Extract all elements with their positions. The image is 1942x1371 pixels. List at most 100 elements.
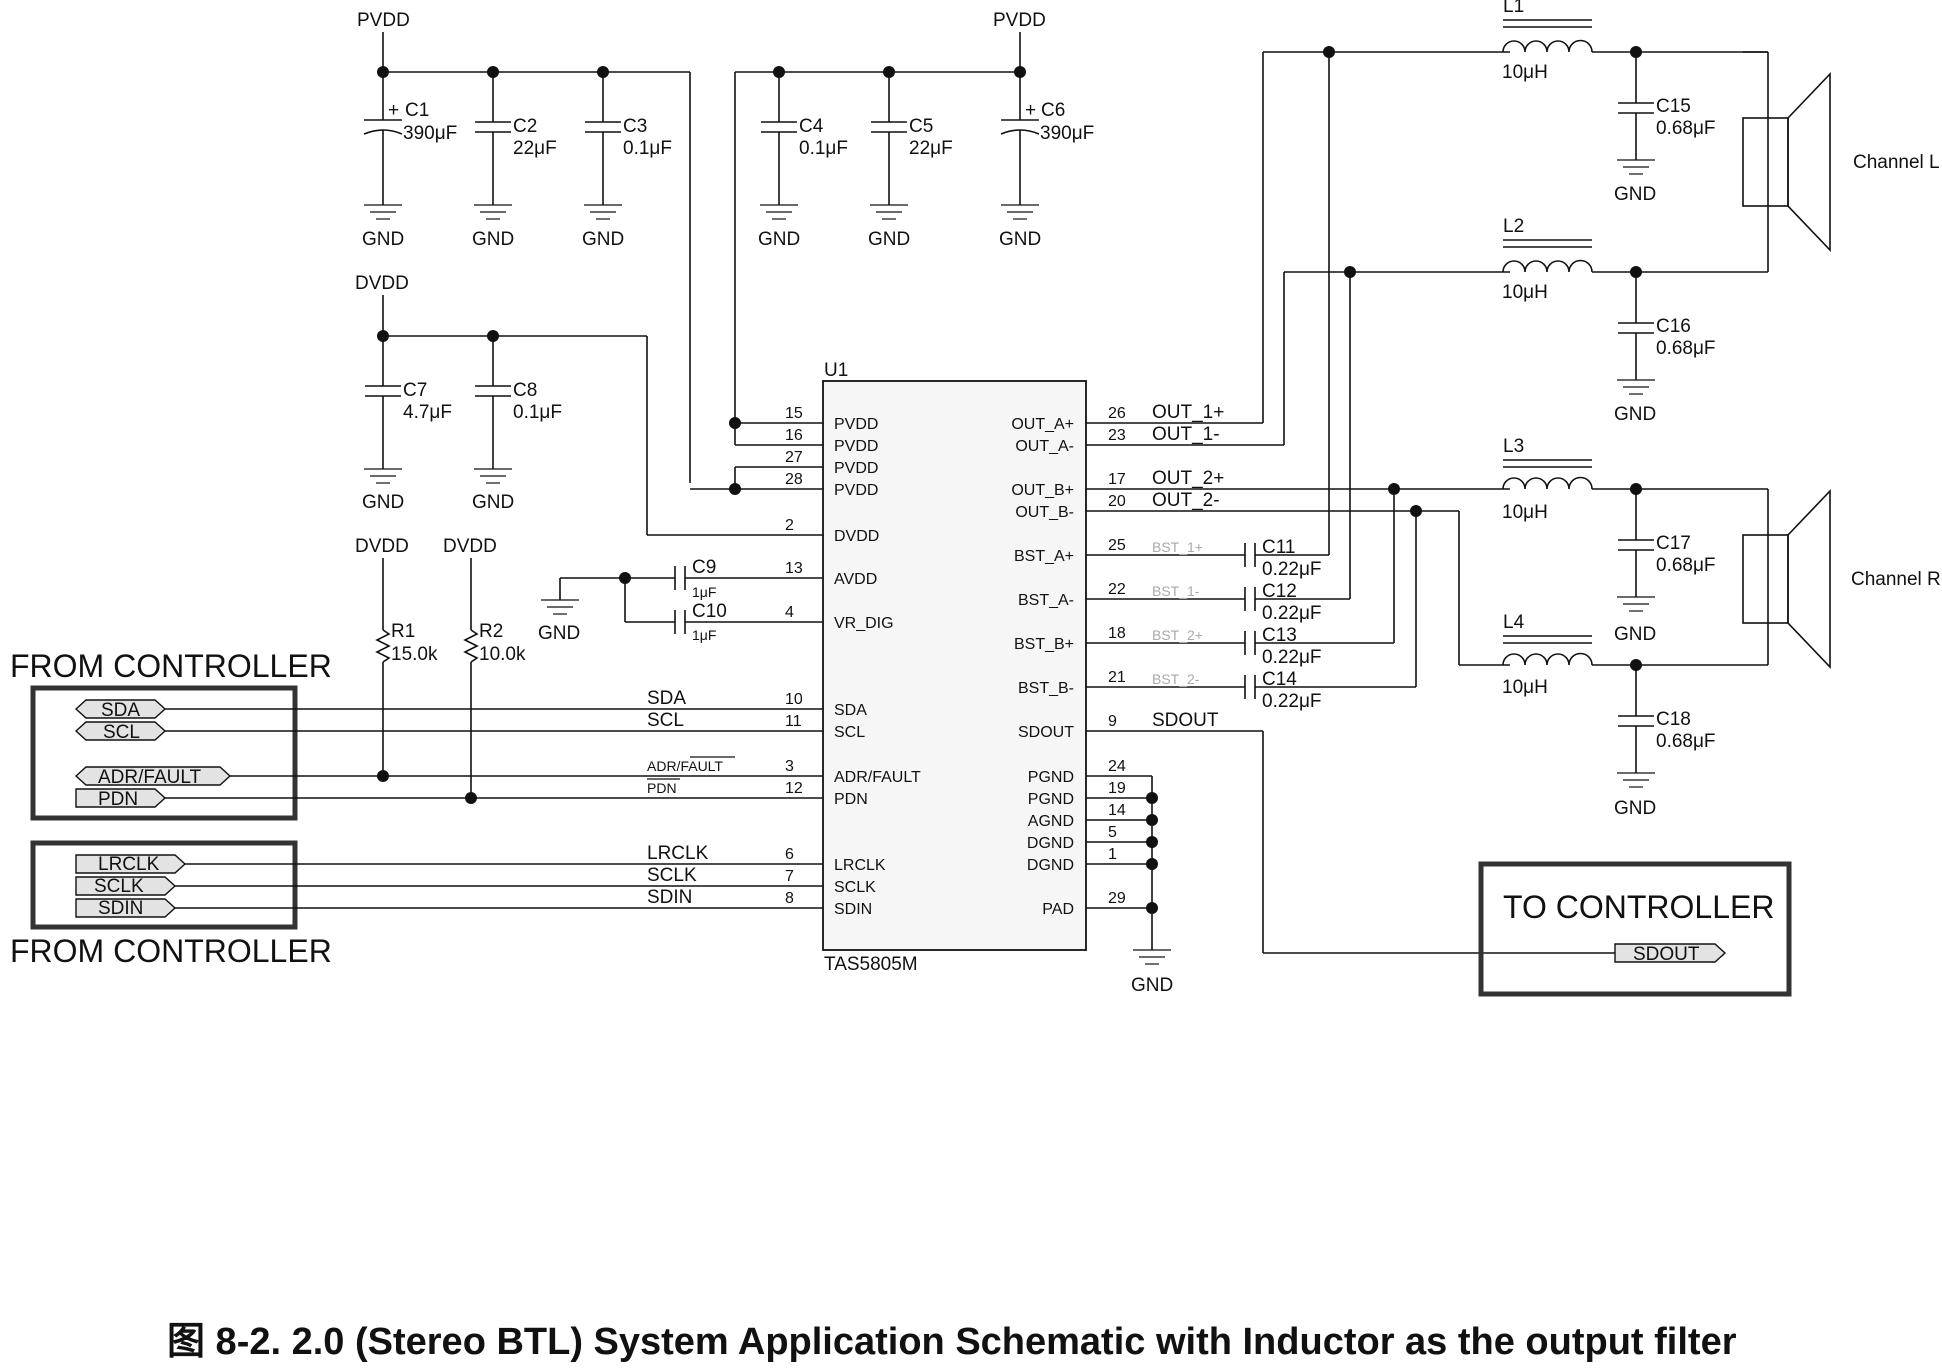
net-scl: SCL [647, 710, 684, 731]
left-pin-10-name: SDA [834, 702, 867, 719]
left-pin-15-name: PVDD [834, 416, 878, 433]
speaker-left-label: Channel L [1853, 152, 1940, 173]
c7-value: 4.7μF [403, 402, 452, 423]
c18-value: 0.68μF [1656, 731, 1716, 752]
right-pin-14-number: 14 [1108, 802, 1126, 819]
left-pin-10-number: 10 [785, 691, 803, 708]
right-pin-29-number: 29 [1108, 890, 1126, 907]
c6-value: 390μF [1040, 123, 1094, 144]
left-pin-7-number: 7 [785, 868, 794, 885]
l2-value: 10μH [1502, 282, 1548, 303]
right-pin-20-number: 20 [1108, 493, 1126, 510]
net-pdn: PDN [647, 780, 677, 796]
net-sdin: SDIN [647, 887, 692, 908]
gnd-c7: GND [362, 492, 404, 513]
gnd-c4: GND [758, 229, 800, 250]
flag-sda-text: SDA [101, 700, 140, 721]
from-controller-label-2: FROM CONTROLLER [10, 933, 332, 969]
flag-pdn-text: PDN [98, 789, 138, 810]
right-pin-5-number: 5 [1108, 824, 1117, 841]
avdd-vrdig-caps: C9 1μF C10 1μF GND [538, 557, 823, 644]
left-pin-3-number: 3 [785, 758, 794, 775]
speaker-right-label: Channel R [1851, 569, 1941, 590]
from-controller-box-2: FROM CONTROLLER LRCLK SCLK SDIN [10, 840, 332, 969]
right-pin-24-number: 24 [1108, 758, 1126, 775]
ground-pin-network: GND [1086, 775, 1173, 996]
left-pin-28-name: PVDD [834, 482, 878, 499]
right-pin-24-name: PGND [1028, 769, 1074, 786]
speaker-right: Channel R [1742, 489, 1941, 669]
net-out-2p: OUT_2+ [1152, 468, 1224, 489]
right-pin-25-number: 25 [1108, 537, 1126, 554]
dvdd-label-2: DVDD [355, 536, 409, 557]
left-pin-2-number: 2 [785, 517, 794, 534]
left-pin-27-name: PVDD [834, 460, 878, 477]
from-controller-box-1: FROM CONTROLLER SDA SCL ADR/FAULT PDN [10, 648, 332, 821]
c3-value: 0.1μF [623, 138, 672, 159]
c3-ref: C3 [623, 116, 647, 137]
left-pin-6-number: 6 [785, 846, 794, 863]
right-pin-18-name: BST_B+ [1014, 636, 1074, 653]
c11-value: 0.22μF [1262, 559, 1322, 580]
right-pin-1-number: 1 [1108, 846, 1117, 863]
dvdd-label-1: DVDD [355, 273, 409, 294]
c7-ref: C7 [403, 380, 427, 401]
flag-sclk-text: SCLK [94, 876, 144, 897]
r1-ref: R1 [391, 621, 415, 642]
left-pin-11-name: SCL [834, 724, 865, 741]
right-pin-21-name: BST_B- [1018, 680, 1074, 697]
net-lrclk: LRCLK [647, 843, 709, 864]
c13-value: 0.22μF [1262, 647, 1322, 668]
l1-value: 10μH [1502, 62, 1548, 83]
right-pin-26-number: 26 [1108, 405, 1126, 422]
c17-ref: C17 [1656, 533, 1691, 554]
c14-value: 0.22μF [1262, 691, 1322, 712]
net-bst-1m: BST_1- [1152, 583, 1200, 599]
left-pin-12-number: 12 [785, 780, 803, 797]
gnd-c3: GND [582, 229, 624, 250]
chip-part: TAS5805M [824, 954, 918, 975]
output-filter-left: L1 10μH GND C15 0.68μF L2 10μH GND C16 0… [1502, 0, 1769, 425]
right-pin-9-name: SDOUT [1018, 724, 1074, 741]
right-pin-22-name: BST_A- [1018, 592, 1074, 609]
r2-value: 10.0k [479, 644, 526, 665]
flag-sdout-text: SDOUT [1633, 944, 1700, 965]
left-pin-2-name: DVDD [834, 528, 879, 545]
c4-value: 0.1μF [799, 138, 848, 159]
c12-ref: C12 [1262, 581, 1297, 602]
net-sdout: SDOUT [1152, 710, 1219, 731]
figure-caption: 图 8-2. 2.0 (Stereo BTL) System Applicati… [167, 1321, 1737, 1363]
right-pin-1-name: DGND [1027, 857, 1074, 874]
l4-ref: L4 [1503, 612, 1525, 633]
output-nets: OUT_1+ OUT_1- OUT_2+ OUT_2- [1086, 46, 1510, 666]
gnd-c5: GND [868, 229, 910, 250]
flag-pdn [75, 788, 167, 808]
gnd-c18: GND [1614, 798, 1656, 819]
net-out-2m: OUT_2- [1152, 490, 1220, 511]
right-pin-17-name: OUT_B+ [1011, 482, 1074, 499]
c15-ref: C15 [1656, 96, 1691, 117]
bootstrap-caps: BST_1+ BST_1- BST_2+ BST_2- C11 0.22μF C… [1086, 52, 1417, 712]
c9-ref: C9 [692, 557, 716, 578]
c1-value: 390μF [403, 123, 457, 144]
left-pin-13-number: 13 [785, 560, 803, 577]
l1-ref: L1 [1503, 0, 1524, 17]
chip-left-pins: 15PVDD16PVDD27PVDD28PVDD2DVDD13AVDD4VR_D… [785, 405, 921, 918]
net-bst-2p: BST_2+ [1152, 627, 1203, 643]
dvdd-decoupling: DVDD C7 4.7μF C8 0.1μF GND GND [355, 273, 823, 536]
left-pin-8-number: 8 [785, 890, 794, 907]
pvdd-label-1: PVDD [357, 10, 410, 31]
sdout-net: SDOUT TO CONTROLLER SDOUT [1086, 710, 1792, 997]
left-pin-16-number: 16 [785, 427, 803, 444]
svg-text:+: + [388, 100, 399, 121]
l3-value: 10μH [1502, 502, 1548, 523]
right-pin-22-number: 22 [1108, 581, 1126, 598]
gnd-chip: GND [1131, 975, 1173, 996]
pvdd-pin-wiring [690, 417, 823, 495]
c8-value: 0.1μF [513, 402, 562, 423]
net-out-1m: OUT_1- [1152, 424, 1220, 445]
right-pin-17-number: 17 [1108, 471, 1126, 488]
chip-ref: U1 [824, 360, 848, 381]
left-pin-13-name: AVDD [834, 571, 877, 588]
c5-ref: C5 [909, 116, 933, 137]
